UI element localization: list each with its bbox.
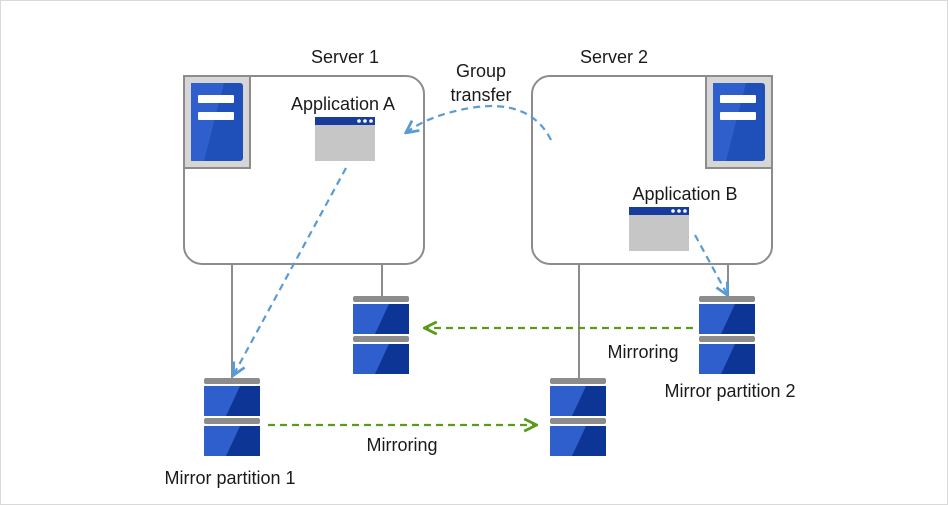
group-transfer-arrow — [407, 104, 552, 141]
application-window-icon — [629, 207, 689, 251]
server-tower-icon — [183, 75, 251, 169]
mirror-partition-2-copy-disk-icon — [353, 296, 409, 374]
app-a-access-arrow — [234, 167, 347, 374]
mirror-partition-2-disk-icon — [699, 296, 755, 374]
server2-title: Server 2 — [580, 47, 648, 67]
mirror-partition-1-copy-disk-icon — [550, 378, 606, 456]
mirror-partition-2-label: Mirror partition 2 — [664, 381, 795, 401]
group-transfer-line1: Group — [456, 61, 506, 81]
server2: Server 2 Application B — [531, 47, 773, 265]
application-b-label: Application B — [632, 184, 737, 204]
mirror-partition-1-label: Mirror partition 1 — [164, 468, 295, 488]
application-window-icon — [315, 117, 375, 161]
mirror-partition-1-disk-icon — [204, 378, 260, 456]
server-tower-icon — [705, 75, 773, 169]
mirroring-label-bottom: Mirroring — [366, 435, 437, 455]
mirroring-label-top: Mirroring — [607, 342, 678, 362]
group-transfer-line2: transfer — [450, 85, 511, 105]
server1: Server 1 Application A — [183, 47, 425, 265]
application-a-label: Application A — [291, 94, 395, 114]
server1-title: Server 1 — [311, 47, 379, 67]
